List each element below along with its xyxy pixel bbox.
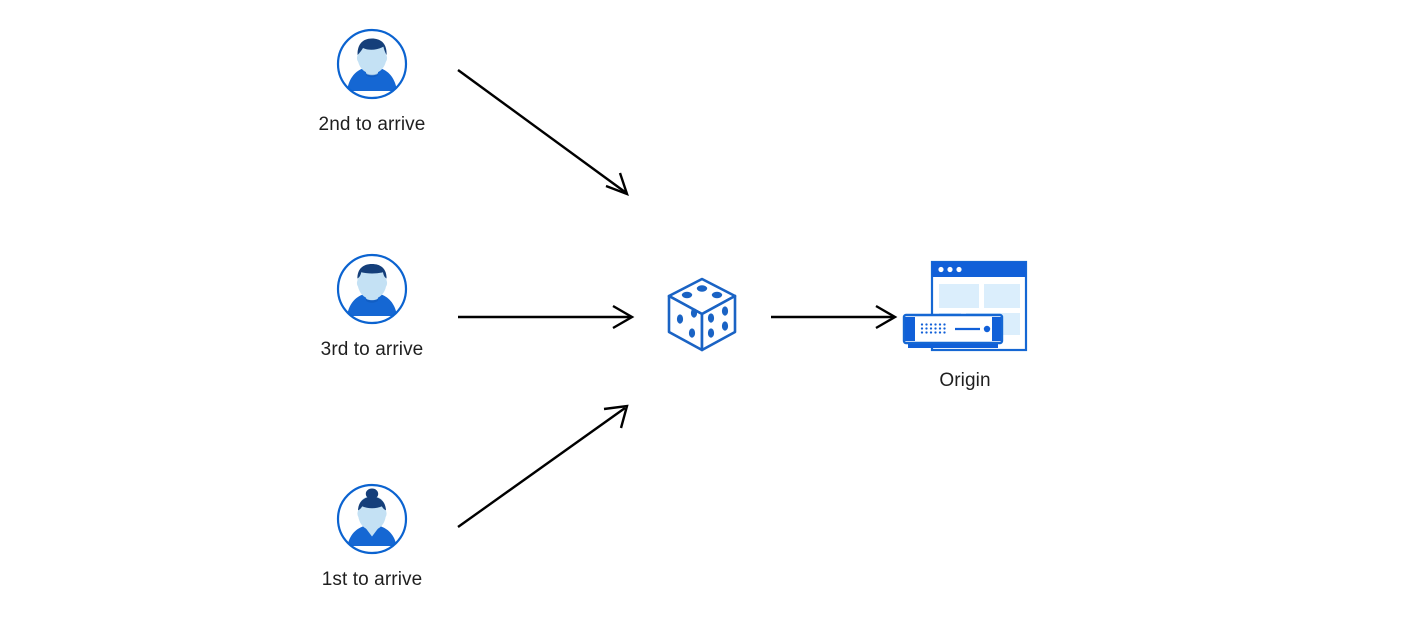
person-avatar-icon (335, 27, 409, 101)
arrow-third-to-dice (458, 304, 635, 330)
origin-node: Origin (900, 258, 1030, 392)
arrow-second-to-dice (457, 69, 629, 197)
arrow-first-to-dice (457, 404, 629, 528)
client-label-first: 1st to arrive (321, 569, 423, 590)
client-node-third: 3rd to arrive (299, 252, 445, 361)
arrow-dice-to-origin (771, 304, 898, 330)
person-avatar-icon (335, 482, 409, 556)
dice-cube-icon (659, 271, 745, 357)
client-label-third: 3rd to arrive (320, 339, 424, 360)
origin-server-browser-icon (900, 258, 1030, 358)
dice-node (659, 271, 745, 357)
server-appliance-icon (902, 313, 1004, 348)
origin-label: Origin (939, 370, 991, 391)
person-avatar-icon (335, 252, 409, 326)
browser-window-icon (930, 260, 1028, 352)
client-node-second: 2nd to arrive (299, 27, 445, 136)
client-label-second: 2nd to arrive (318, 114, 426, 135)
client-node-first: 1st to arrive (299, 482, 445, 591)
